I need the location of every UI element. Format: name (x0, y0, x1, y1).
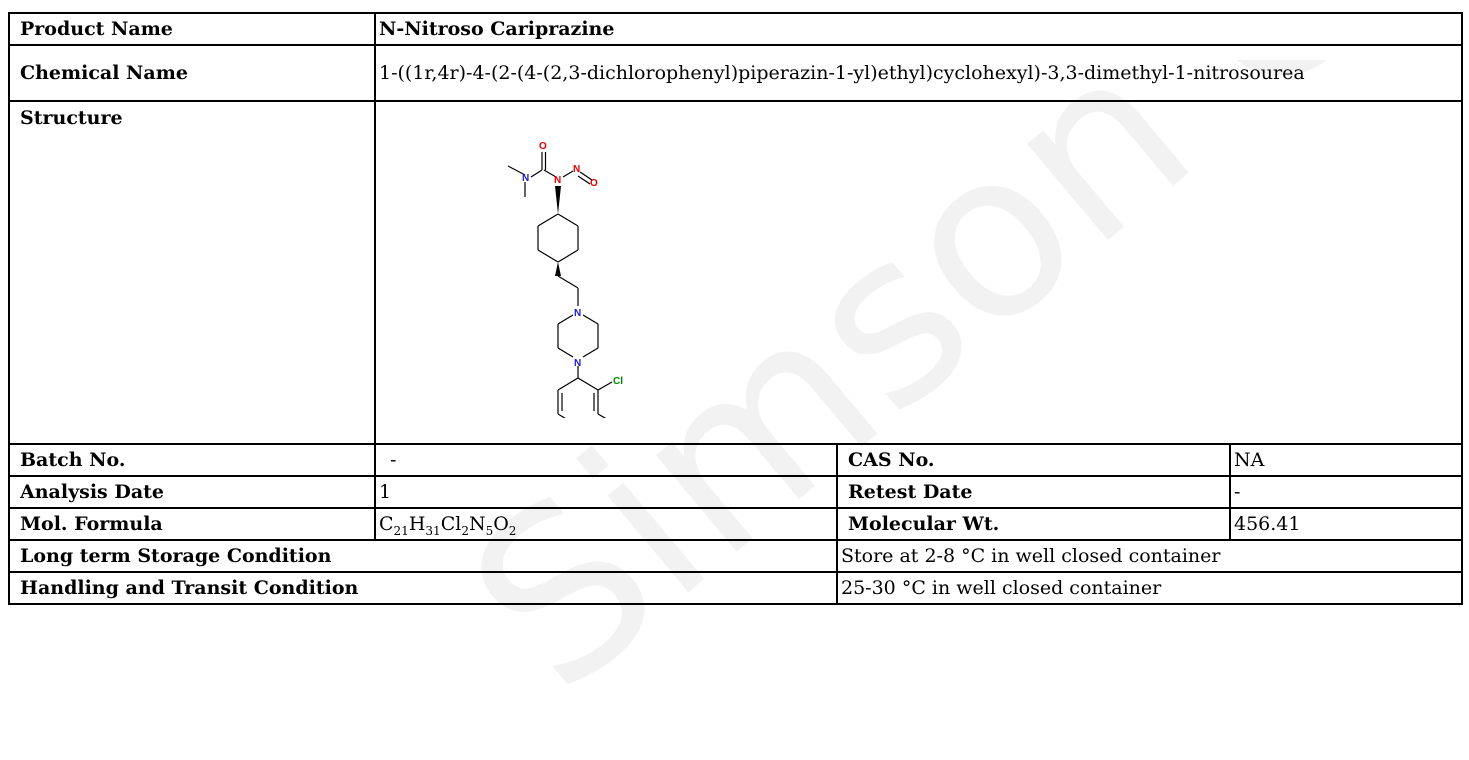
structure-cell: O N N N O N N Cl Cl (373, 100, 1464, 445)
formula-count: 21 (393, 523, 409, 538)
mol-formula-label: Mol. Formula (8, 507, 376, 541)
retest-date-label: Retest Date (836, 475, 1231, 509)
analysis-date-label: Analysis Date (8, 475, 376, 509)
formula-count: 31 (425, 523, 441, 538)
handling-transit-value: 25-30 °C in well closed container (835, 571, 1464, 605)
batch-no-value: - (374, 443, 838, 477)
batch-no-label: Batch No. (8, 443, 376, 477)
handling-transit-label: Handling and Transit Condition (8, 571, 838, 605)
row-batch-cas: Batch No. - CAS No. NA (8, 443, 1464, 477)
formula-element: H (408, 513, 426, 535)
row-dates: Analysis Date 1 Retest Date - (8, 475, 1464, 509)
chemical-name-label: Chemical Name (8, 44, 376, 102)
row-handling-transit: Handling and Transit Condition 25-30 °C … (8, 571, 1464, 605)
row-formula-wt: Mol. Formula C21H31Cl2N5O2 Molecular Wt.… (8, 507, 1464, 541)
atom-nitrogen-piperazine-1: N (574, 308, 581, 319)
chemical-name-value: 1-((1r,4r)-4-(2-(4-(2,3-dichlorophenyl)p… (373, 44, 1464, 102)
row-structure: Structure (8, 100, 1464, 445)
coa-table: Product Name N-Nitroso Cariprazine Chemi… (8, 12, 1464, 605)
cas-no-label: CAS No. (836, 443, 1231, 477)
atom-nitrogen-dimethyl: N (522, 173, 529, 184)
structure-label: Structure (8, 100, 376, 445)
long-term-storage-label: Long term Storage Condition (8, 539, 838, 573)
mol-formula-value: C21H31Cl2N5O2 (374, 507, 838, 541)
atom-oxygen-nitroso: O (590, 178, 598, 189)
formula-count: 2 (461, 523, 469, 538)
formula-element: Cl (440, 513, 462, 535)
retest-date-value: - (1228, 475, 1464, 509)
atom-nitrogen-amide: N (554, 175, 561, 186)
formula-count: 5 (485, 523, 494, 538)
formula-count: 2 (508, 523, 517, 538)
atom-nitrogen-piperazine-4: N (574, 358, 581, 369)
atom-nitrogen-nitroso: N (573, 164, 580, 175)
formula-element: C (379, 513, 394, 535)
structure-bonds (507, 151, 613, 418)
molecular-wt-value: 456.41 (1228, 507, 1464, 541)
long-term-storage-value: Store at 2-8 °C in well closed container (835, 539, 1464, 573)
atom-oxygen-carbonyl: O (539, 141, 547, 152)
wedge-bond-upper (555, 185, 561, 214)
row-product-name: Product Name N-Nitroso Cariprazine (8, 12, 1464, 46)
wedge-bond-lower (555, 261, 561, 276)
atom-chlorine-2: Cl (613, 376, 623, 387)
formula-element: N (468, 513, 486, 535)
structure-diagram: O N N N O N N Cl Cl (507, 141, 623, 418)
formula-element: O (493, 513, 509, 535)
cas-no-value: NA (1228, 443, 1464, 477)
row-long-term-storage: Long term Storage Condition Store at 2-8… (8, 539, 1464, 573)
row-chemical-name: Chemical Name 1-((1r,4r)-4-(2-(4-(2,3-di… (8, 44, 1464, 102)
analysis-date-value: 1 (374, 475, 838, 509)
molecular-wt-label: Molecular Wt. (836, 507, 1231, 541)
product-name-label: Product Name (8, 12, 376, 46)
product-name-value: N-Nitroso Cariprazine (373, 12, 1464, 46)
